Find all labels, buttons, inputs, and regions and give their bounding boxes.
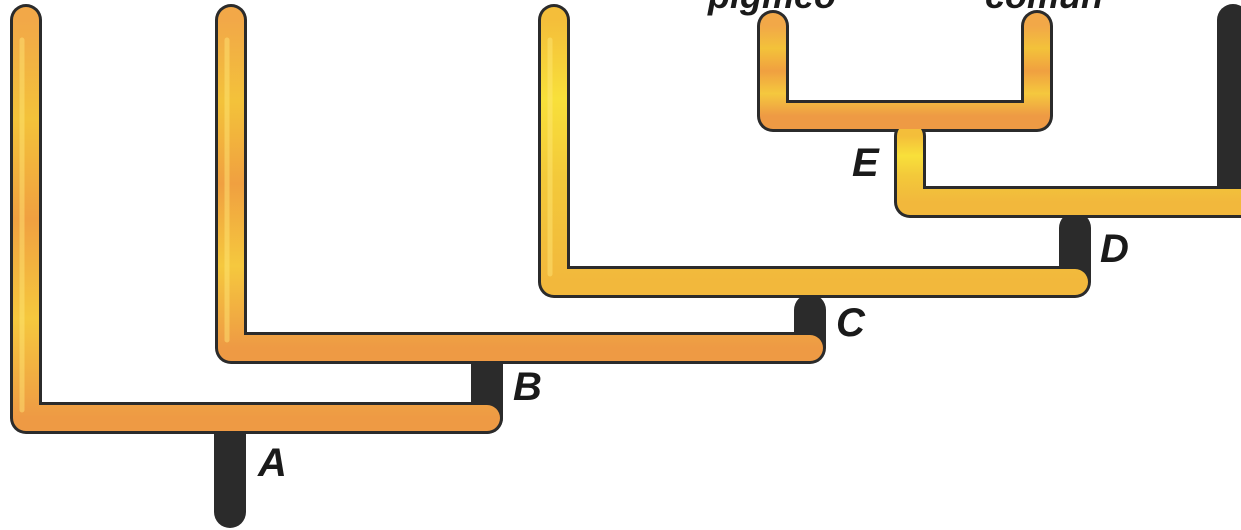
branch-outgroup-3 <box>541 7 1088 295</box>
tip-label-left: pigmeo <box>707 0 836 16</box>
branch-outlines <box>10 4 1241 528</box>
node-label-e: E <box>852 141 880 185</box>
tip-label-right: común <box>985 0 1103 16</box>
node-label-b: B <box>513 365 542 409</box>
node-label-a: A <box>257 441 287 485</box>
branch-outgroup-2 <box>218 7 823 361</box>
branch-D-clade <box>897 123 1241 215</box>
node-label-c: C <box>836 301 866 345</box>
node-label-d: D <box>1100 227 1129 271</box>
branch-outgroup-1 <box>13 7 500 431</box>
branch-E-clade <box>760 13 1050 129</box>
